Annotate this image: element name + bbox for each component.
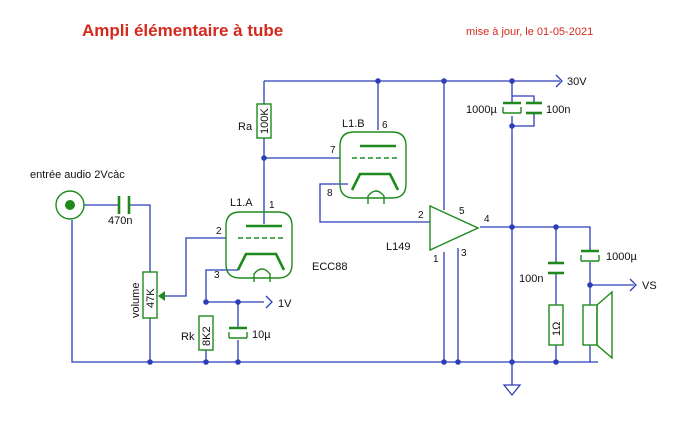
input-label: entrée audio 2Vcàc [30, 169, 125, 181]
rk-label: Rk [181, 331, 195, 343]
c-zobel-label: 100n [519, 273, 543, 285]
tube-l1a [225, 211, 293, 282]
volume-label: volume [130, 283, 142, 318]
pin-6: 6 [382, 120, 388, 131]
c-sup2-label: 100n [546, 104, 570, 116]
update-date: mise à jour, le 01-05-2021 [466, 26, 593, 38]
volume-potentiometer [142, 271, 165, 319]
pin-7: 7 [330, 145, 336, 156]
amp-pin-3: 3 [461, 248, 467, 259]
tube-l1b [339, 131, 407, 204]
rk-value: 8K2 [201, 326, 213, 346]
amp-pin-1: 1 [433, 254, 439, 265]
pin-8: 8 [327, 188, 333, 199]
resistor-ra [256, 103, 272, 139]
amp-pin-2: 2 [418, 210, 424, 221]
capacitor-470n [117, 196, 131, 214]
volume-value: 47K [145, 288, 157, 308]
c-sup1-label: 1000µ [466, 104, 497, 116]
amp-pin-5: 5 [459, 206, 465, 217]
supply-label: 30V [567, 76, 587, 88]
input-jack [55, 190, 85, 220]
c-out-label: 1000µ [606, 251, 637, 263]
pin-1: 1 [269, 200, 275, 211]
capacitor-1000u-output [580, 249, 600, 262]
ck-label: 10µ [252, 329, 271, 341]
ra-value: 100K [259, 108, 271, 134]
amp-label: L149 [386, 241, 410, 253]
junctions [147, 78, 593, 365]
speaker-icon [582, 290, 613, 360]
capacitor-1000u-supply [502, 101, 522, 114]
c-in-label: 470n [108, 215, 132, 227]
capacitor-100n-zobel [548, 261, 564, 275]
capacitor-10u [228, 326, 248, 339]
pin-2: 2 [216, 226, 222, 237]
tube-b-label: L1.B [342, 118, 365, 130]
vs-label: VS [642, 280, 657, 292]
amp-pin-4: 4 [484, 214, 490, 225]
tube-type-label: ECC88 [312, 261, 347, 273]
pin-3: 3 [214, 270, 220, 281]
amplifier-l149 [429, 204, 480, 252]
resistor-rk [198, 315, 214, 351]
r-zobel-label: 1Ω [551, 322, 563, 336]
resistor-1ohm [548, 304, 564, 346]
page-title: Ampli élémentaire à tube [82, 21, 283, 40]
ra-label: Ra [238, 121, 253, 133]
capacitor-100n-supply [526, 101, 542, 115]
tube-a-label: L1.A [230, 197, 253, 209]
v1-label: 1V [278, 298, 292, 310]
